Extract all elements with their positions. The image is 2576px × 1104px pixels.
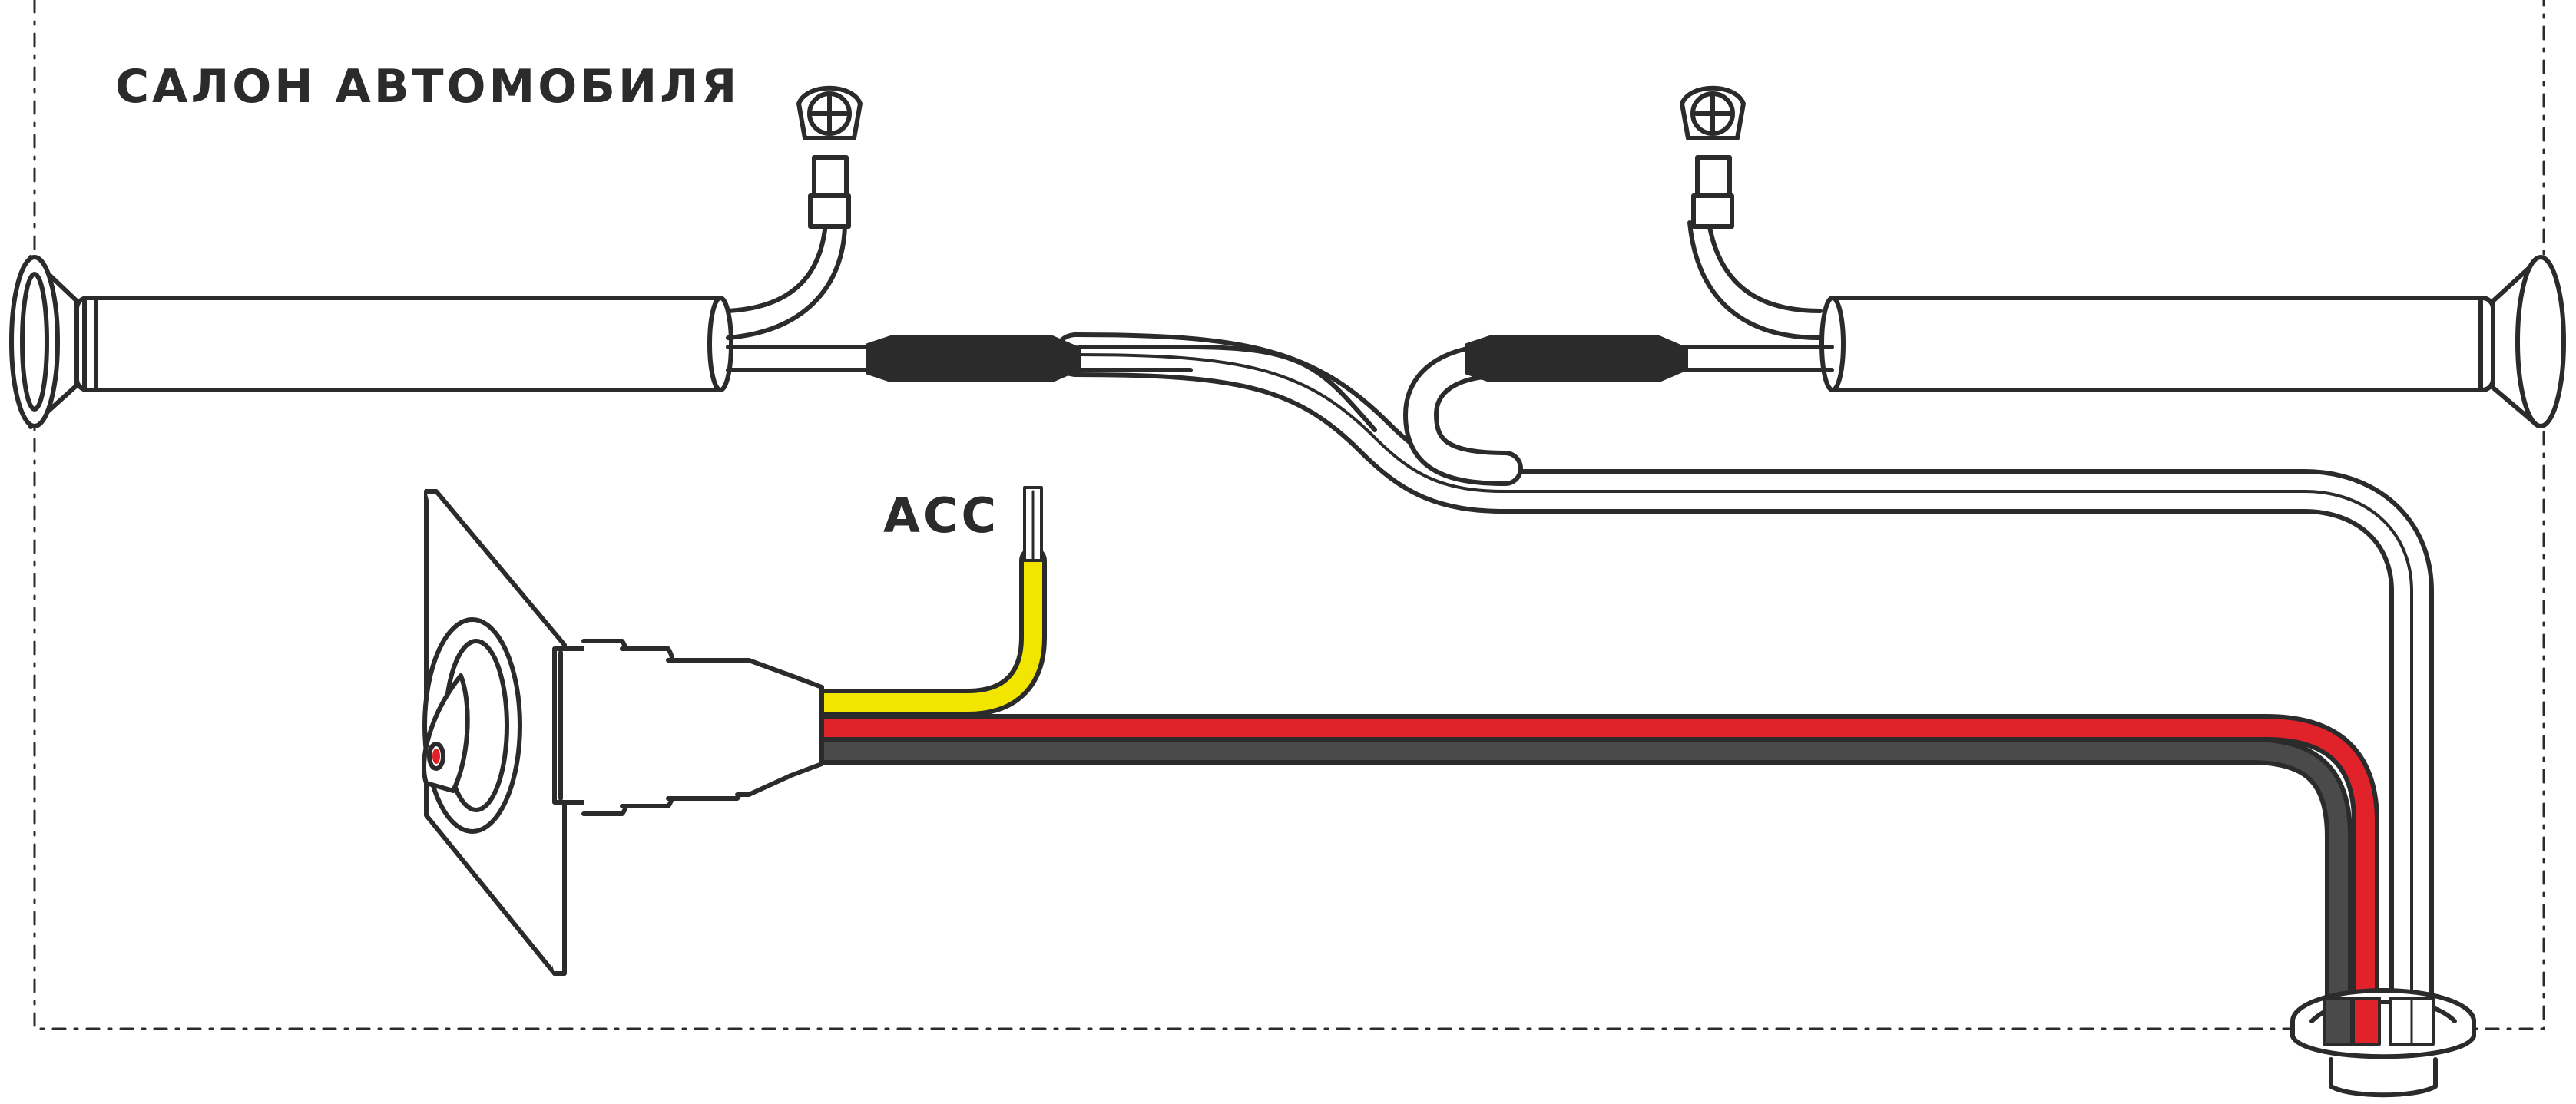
left-lamp <box>9 255 733 429</box>
ground-wire <box>808 737 2353 1043</box>
cabin-boundary <box>33 0 2545 1030</box>
screw-terminal-icon <box>796 85 863 229</box>
left-lamp-leads <box>726 220 1377 432</box>
screw-terminal-icon <box>1680 85 1746 229</box>
socket <box>422 489 824 976</box>
right-lamp-leads <box>1465 220 1834 382</box>
harness-cable <box>1053 332 2434 1051</box>
acc-label: ACC <box>883 488 999 544</box>
right-lamp <box>1819 255 2566 428</box>
power-wire <box>808 714 2379 1043</box>
acc-wire <box>808 486 1047 716</box>
grommet <box>2290 988 2476 1098</box>
right-heatshrink-sleeve <box>1465 335 1688 382</box>
left-heatshrink-sleeve <box>866 335 1081 382</box>
cabin-label: САЛОН АВТОМОБИЛЯ <box>115 60 740 114</box>
